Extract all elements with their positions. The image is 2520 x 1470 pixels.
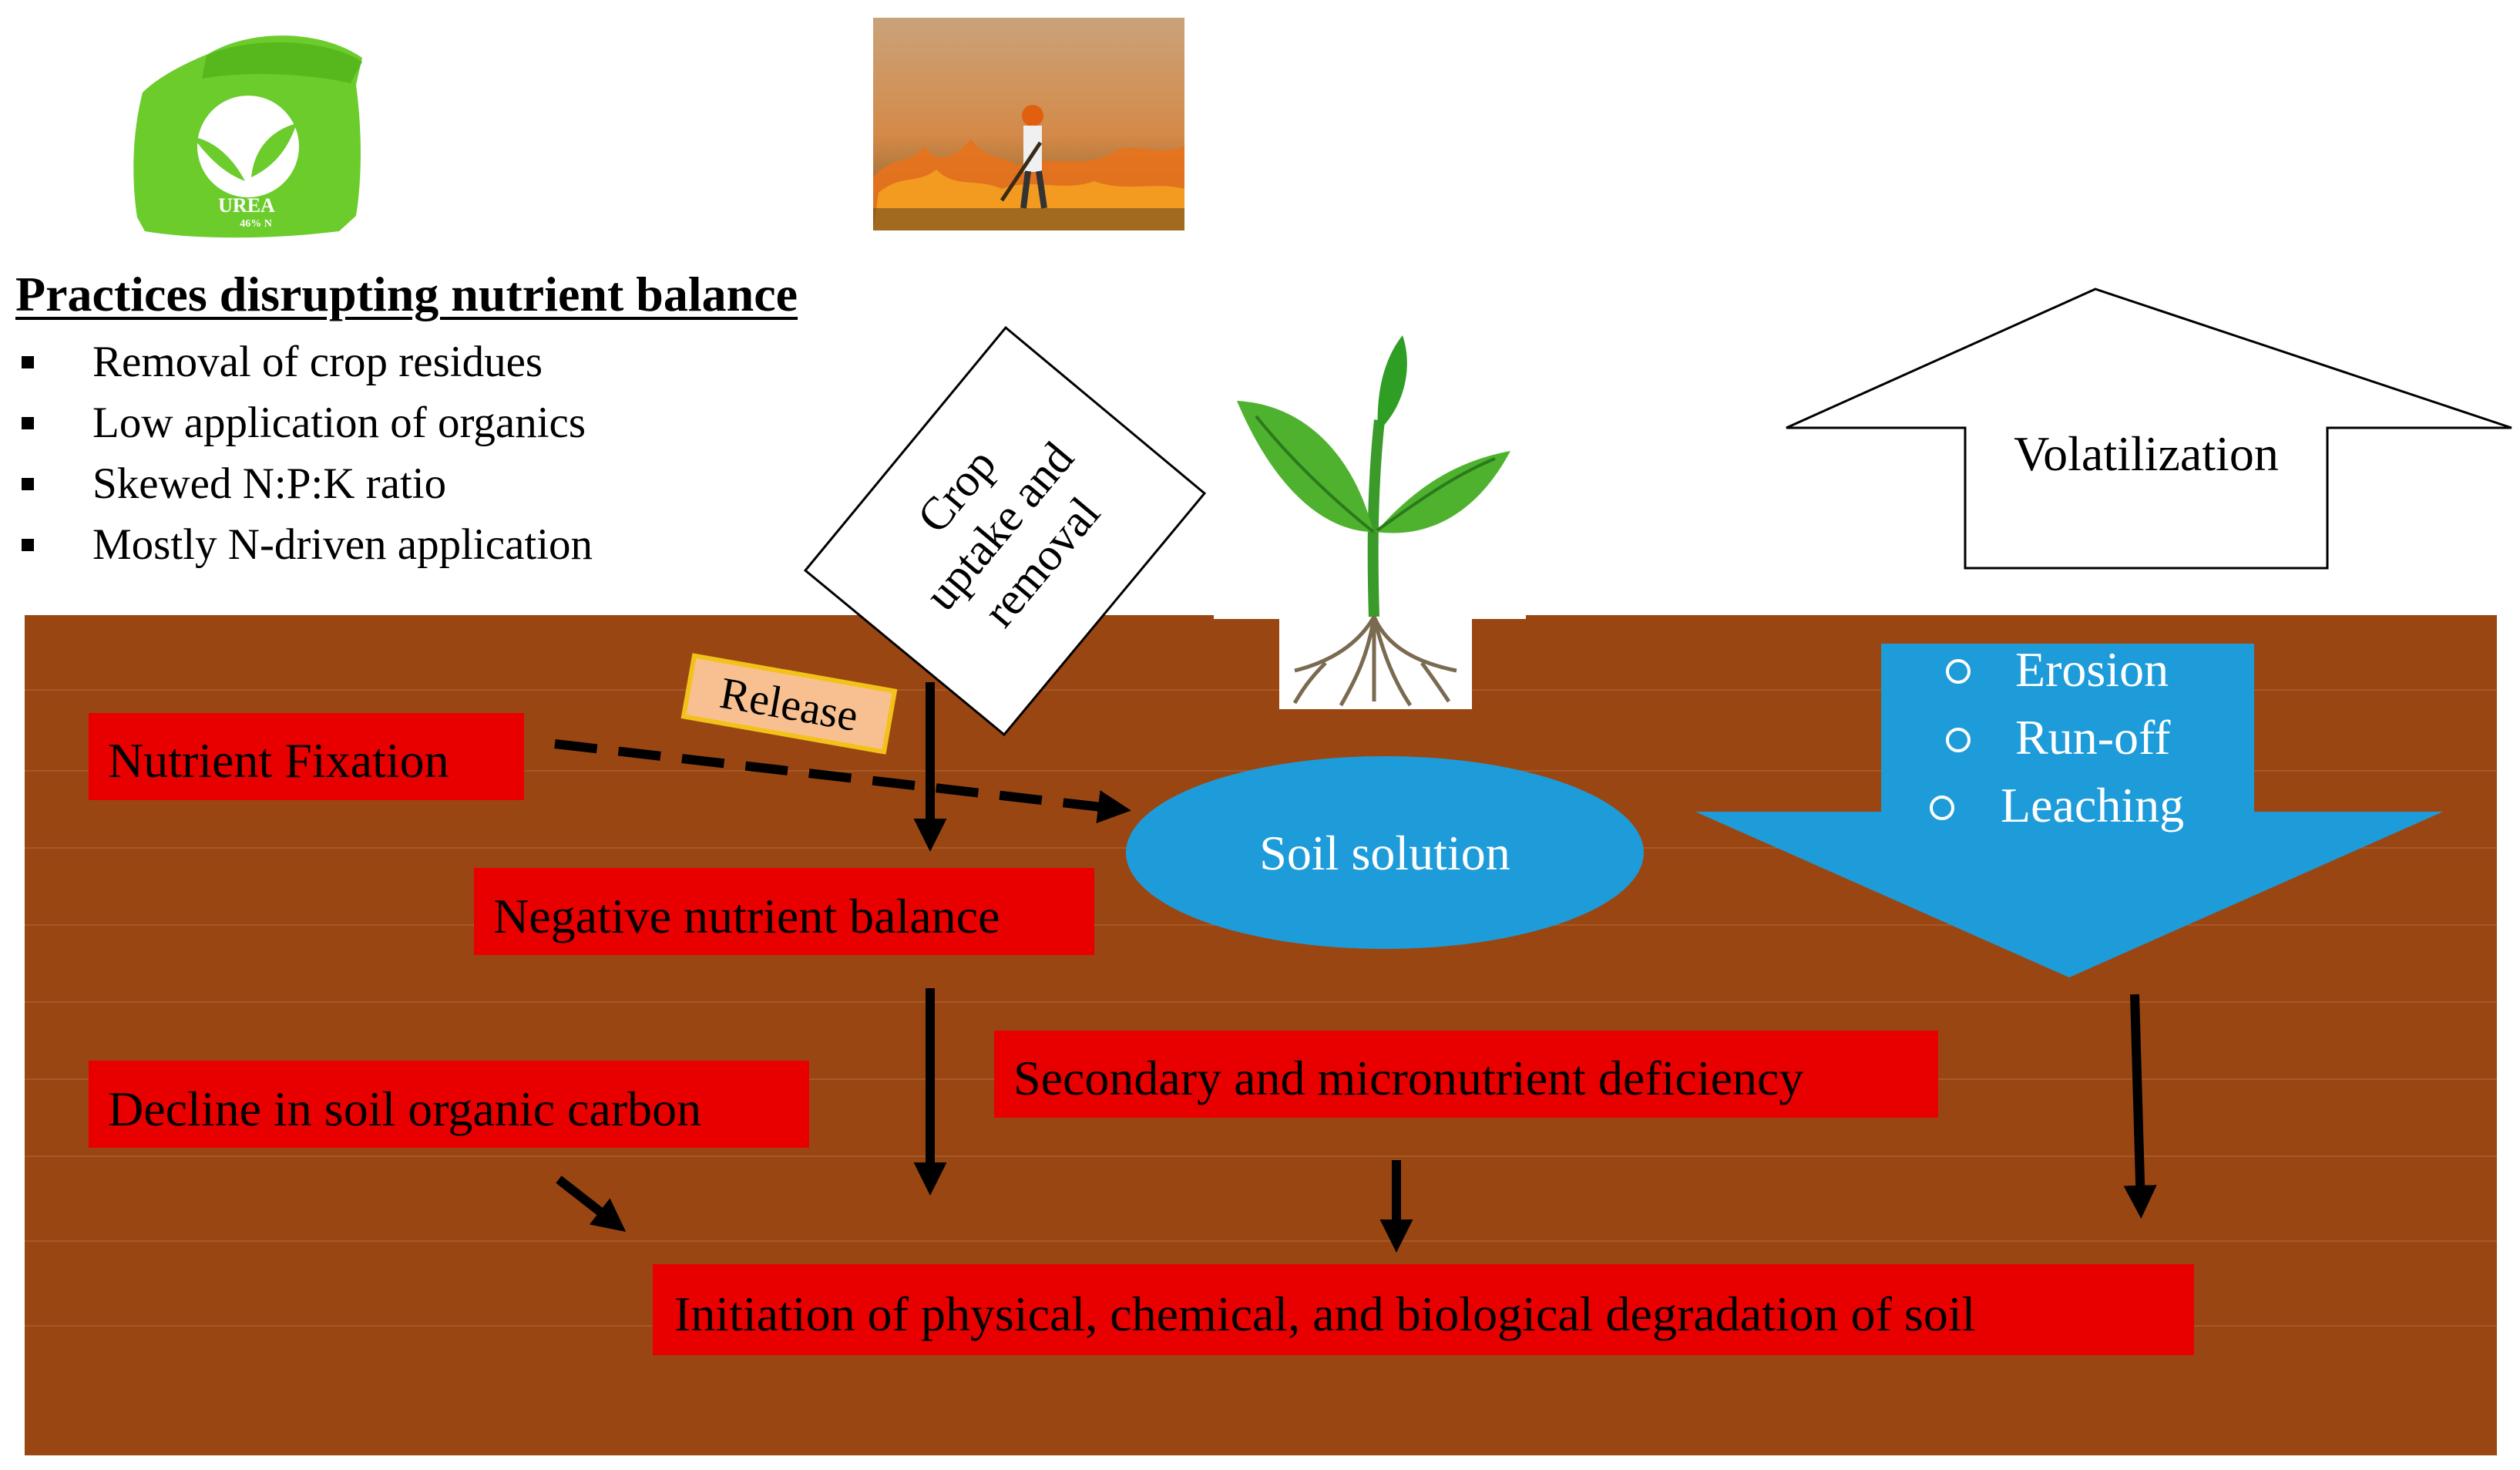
square-bullet-icon — [22, 538, 34, 551]
seedling-plant-icon — [1214, 322, 1526, 709]
crop-uptake-removal-box: Crop uptake and removal — [803, 325, 1207, 737]
negative-balance-label: Negative nutrient balance — [493, 889, 1000, 944]
secondary-deficiency-box: Secondary and micronutrient deficiency — [994, 1031, 1938, 1118]
practice-item: Skewed N:P:K ratio — [15, 453, 593, 514]
square-bullet-icon — [22, 355, 34, 368]
negative-balance-box: Negative nutrient balance — [474, 868, 1094, 955]
degradation-box: Initiation of physical, chemical, and bi… — [653, 1264, 2194, 1355]
urea-label: UREA — [218, 194, 275, 217]
soil-solution-label: Soil solution — [1259, 826, 1510, 880]
volatilization-label: Volatilization — [2014, 426, 2279, 481]
volatilization-arrow: Volatilization — [1786, 288, 2512, 570]
soc-decline-box: Decline in soil organic carbon — [89, 1061, 809, 1148]
loss-erosion: Erosion — [2015, 642, 2169, 697]
soc-decline-label: Decline in soil organic carbon — [108, 1081, 701, 1136]
fixation-to-solution-dashed-arrow — [554, 739, 1131, 823]
practice-item: Removal of crop residues — [15, 331, 593, 392]
losses-to-degradation-arrow — [2123, 994, 2157, 1219]
square-bullet-icon — [22, 477, 34, 490]
degradation-label: Initiation of physical, chemical, and bi… — [674, 1287, 1975, 1341]
secondary-deficiency-label: Secondary and micronutrient deficiency — [1013, 1051, 1803, 1105]
practice-item-label: Removal of crop residues — [92, 338, 543, 386]
loss-runoff: Run-off — [2015, 710, 2171, 765]
practice-item: Low application of organics — [15, 392, 593, 453]
square-bullet-icon — [22, 416, 34, 429]
loss-leaching: Leaching — [2001, 778, 2184, 833]
release-tag: Release — [680, 653, 898, 755]
practice-item-label: Mostly N-driven application — [92, 520, 593, 569]
practices-list: Removal of crop residues Low application… — [15, 331, 593, 575]
urea-fertilizer-bag-icon: UREA 46% N — [133, 35, 362, 238]
losses-down-arrow: Erosion Run-off Leaching — [1695, 642, 2443, 977]
soc-to-degradation-arrow — [556, 1176, 627, 1232]
practice-item: Mostly N-driven application — [15, 514, 593, 575]
practices-heading: Practices disrupting nutrient balance — [15, 267, 798, 321]
urea-sublabel: 46% N — [240, 218, 272, 230]
crop-residue-burning-photo — [873, 18, 1184, 230]
nutrient-fixation-label: Nutrient Fixation — [108, 733, 449, 788]
soil-solution: Soil solution — [1126, 756, 1644, 949]
nutrient-fixation-box: Nutrient Fixation — [89, 713, 524, 800]
practice-item-label: Low application of organics — [92, 399, 586, 447]
practice-item-label: Skewed N:P:K ratio — [92, 459, 447, 508]
